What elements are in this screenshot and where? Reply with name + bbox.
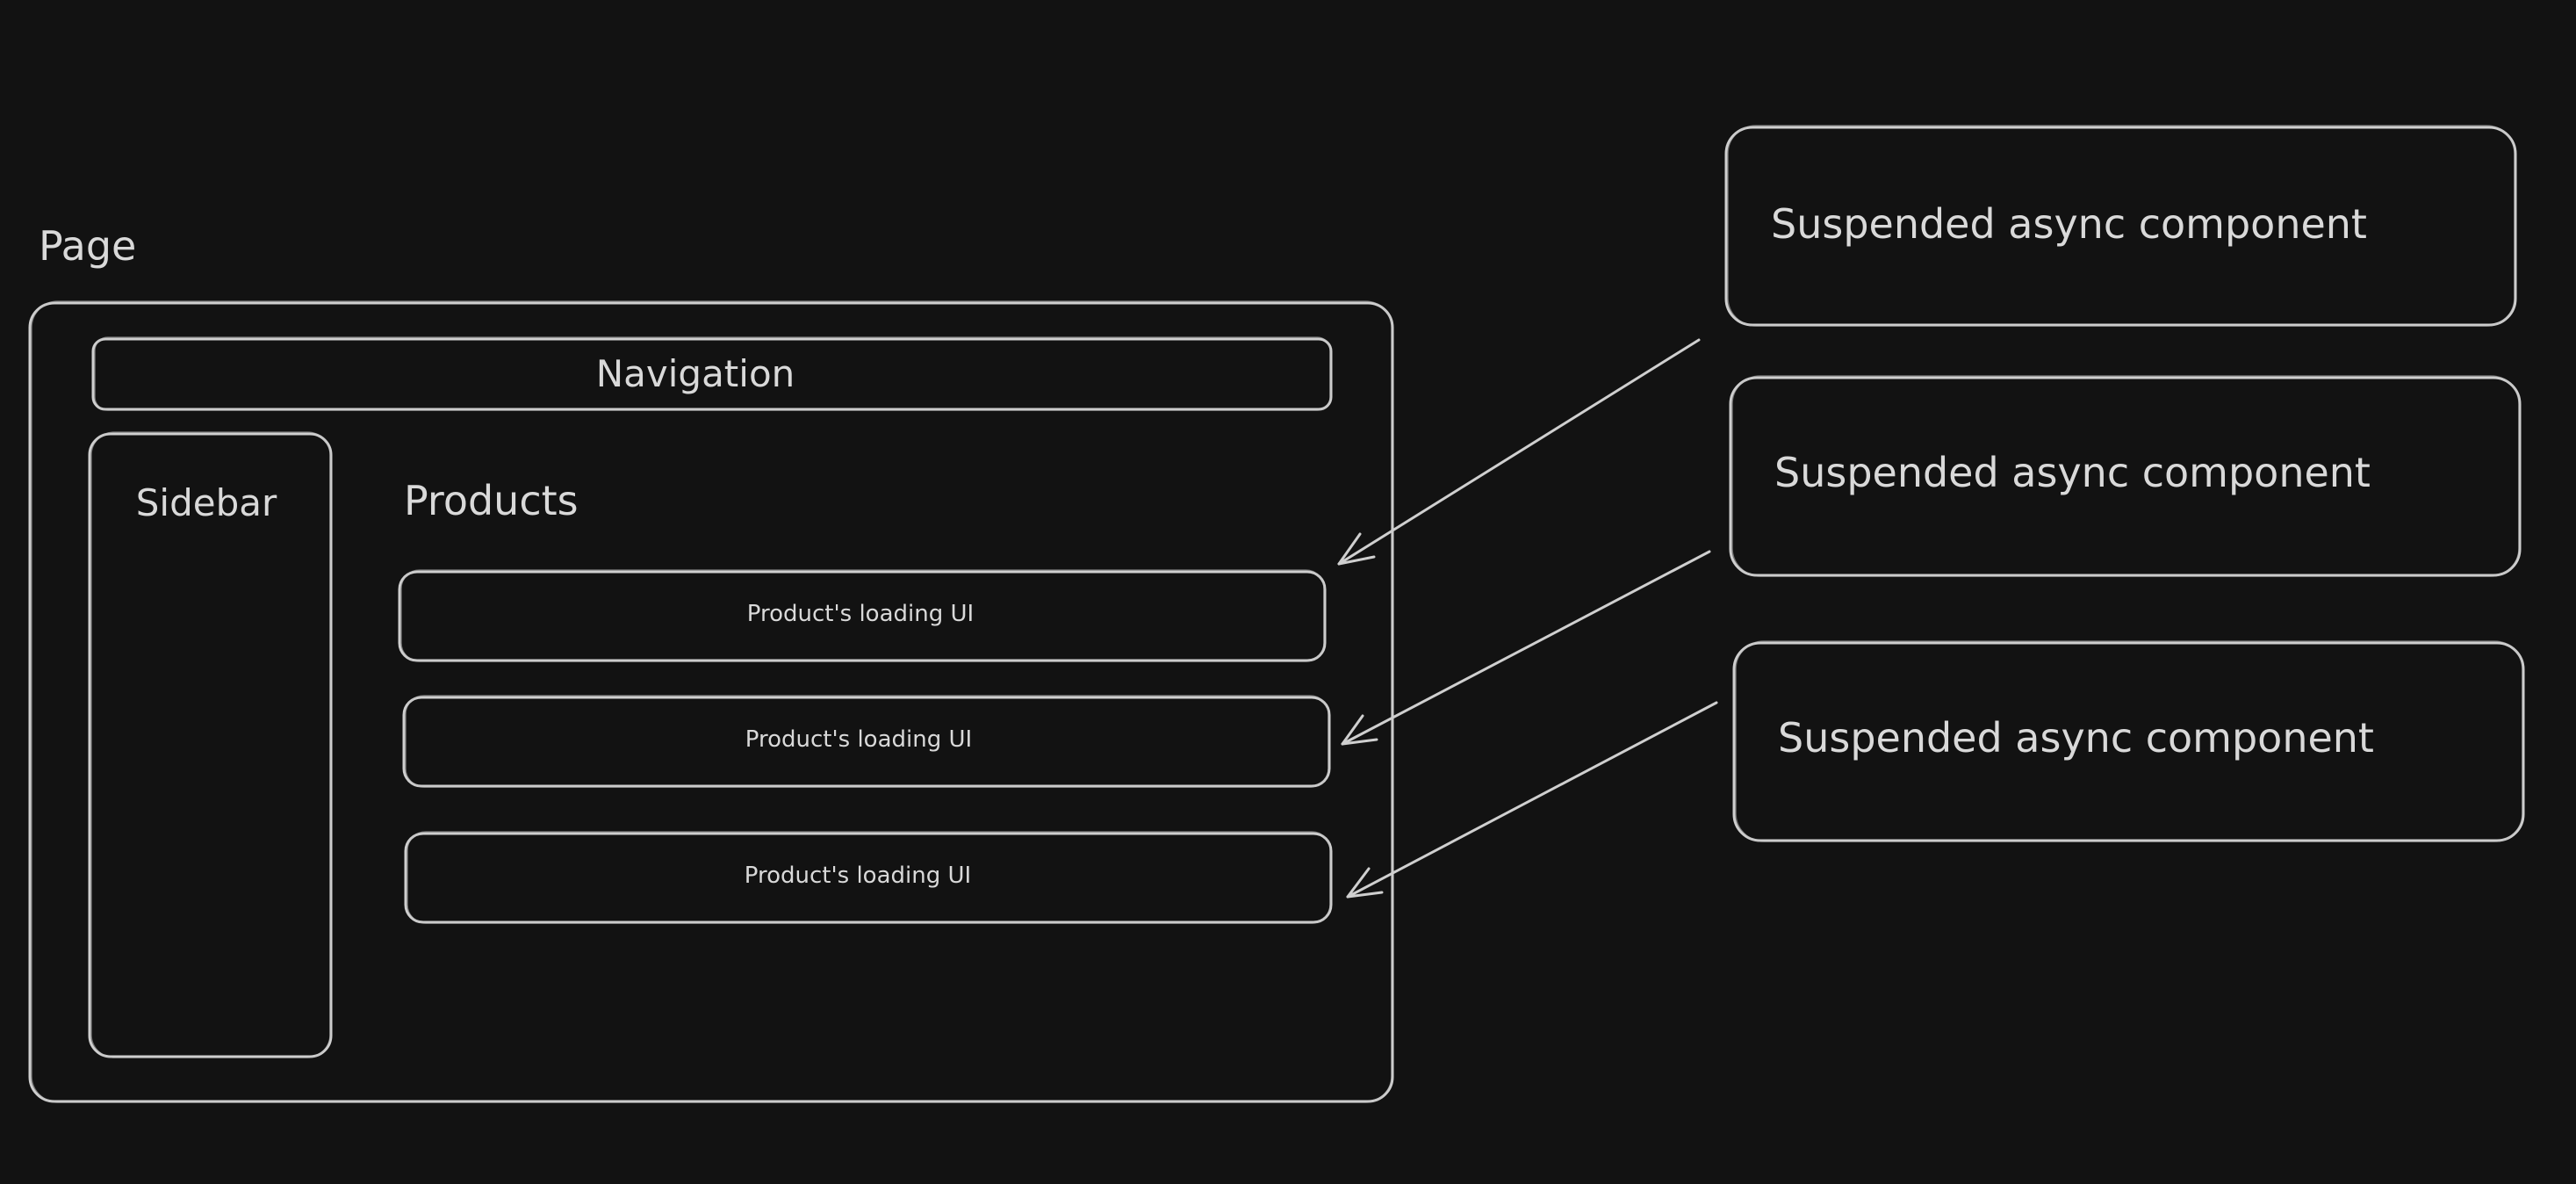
suspended-component-label-3: Suspended async component	[1778, 714, 2374, 762]
product-loading-label-2: Product's loading UI	[745, 726, 972, 753]
arrow-2	[1341, 550, 1711, 746]
sidebar-label: Sidebar	[136, 481, 277, 524]
suspended-component-box-1: Suspended async component	[1724, 125, 2517, 327]
suspended-component-label-2: Suspended async component	[1774, 449, 2371, 496]
product-loading-box-3: Product's loading UI	[404, 831, 1333, 924]
navigation-box: Navigation	[91, 336, 1333, 411]
products-label: Products	[404, 477, 579, 524]
suspended-component-label-1: Suspended async component	[1771, 200, 2367, 248]
sidebar-box: Sidebar	[88, 431, 333, 1058]
arrow-1	[1337, 338, 1701, 566]
product-loading-label-3: Product's loading UI	[745, 863, 971, 889]
suspended-component-box-2: Suspended async component	[1729, 375, 2522, 577]
product-loading-box-1: Product's loading UI	[398, 569, 1327, 662]
page-container	[28, 300, 1394, 1103]
product-loading-label-1: Product's loading UI	[747, 601, 974, 627]
product-loading-box-2: Product's loading UI	[402, 695, 1331, 788]
navigation-label: Navigation	[596, 352, 795, 395]
arrow-3	[1346, 701, 1718, 899]
page-label: Page	[39, 222, 136, 270]
suspended-component-box-3: Suspended async component	[1732, 640, 2525, 842]
